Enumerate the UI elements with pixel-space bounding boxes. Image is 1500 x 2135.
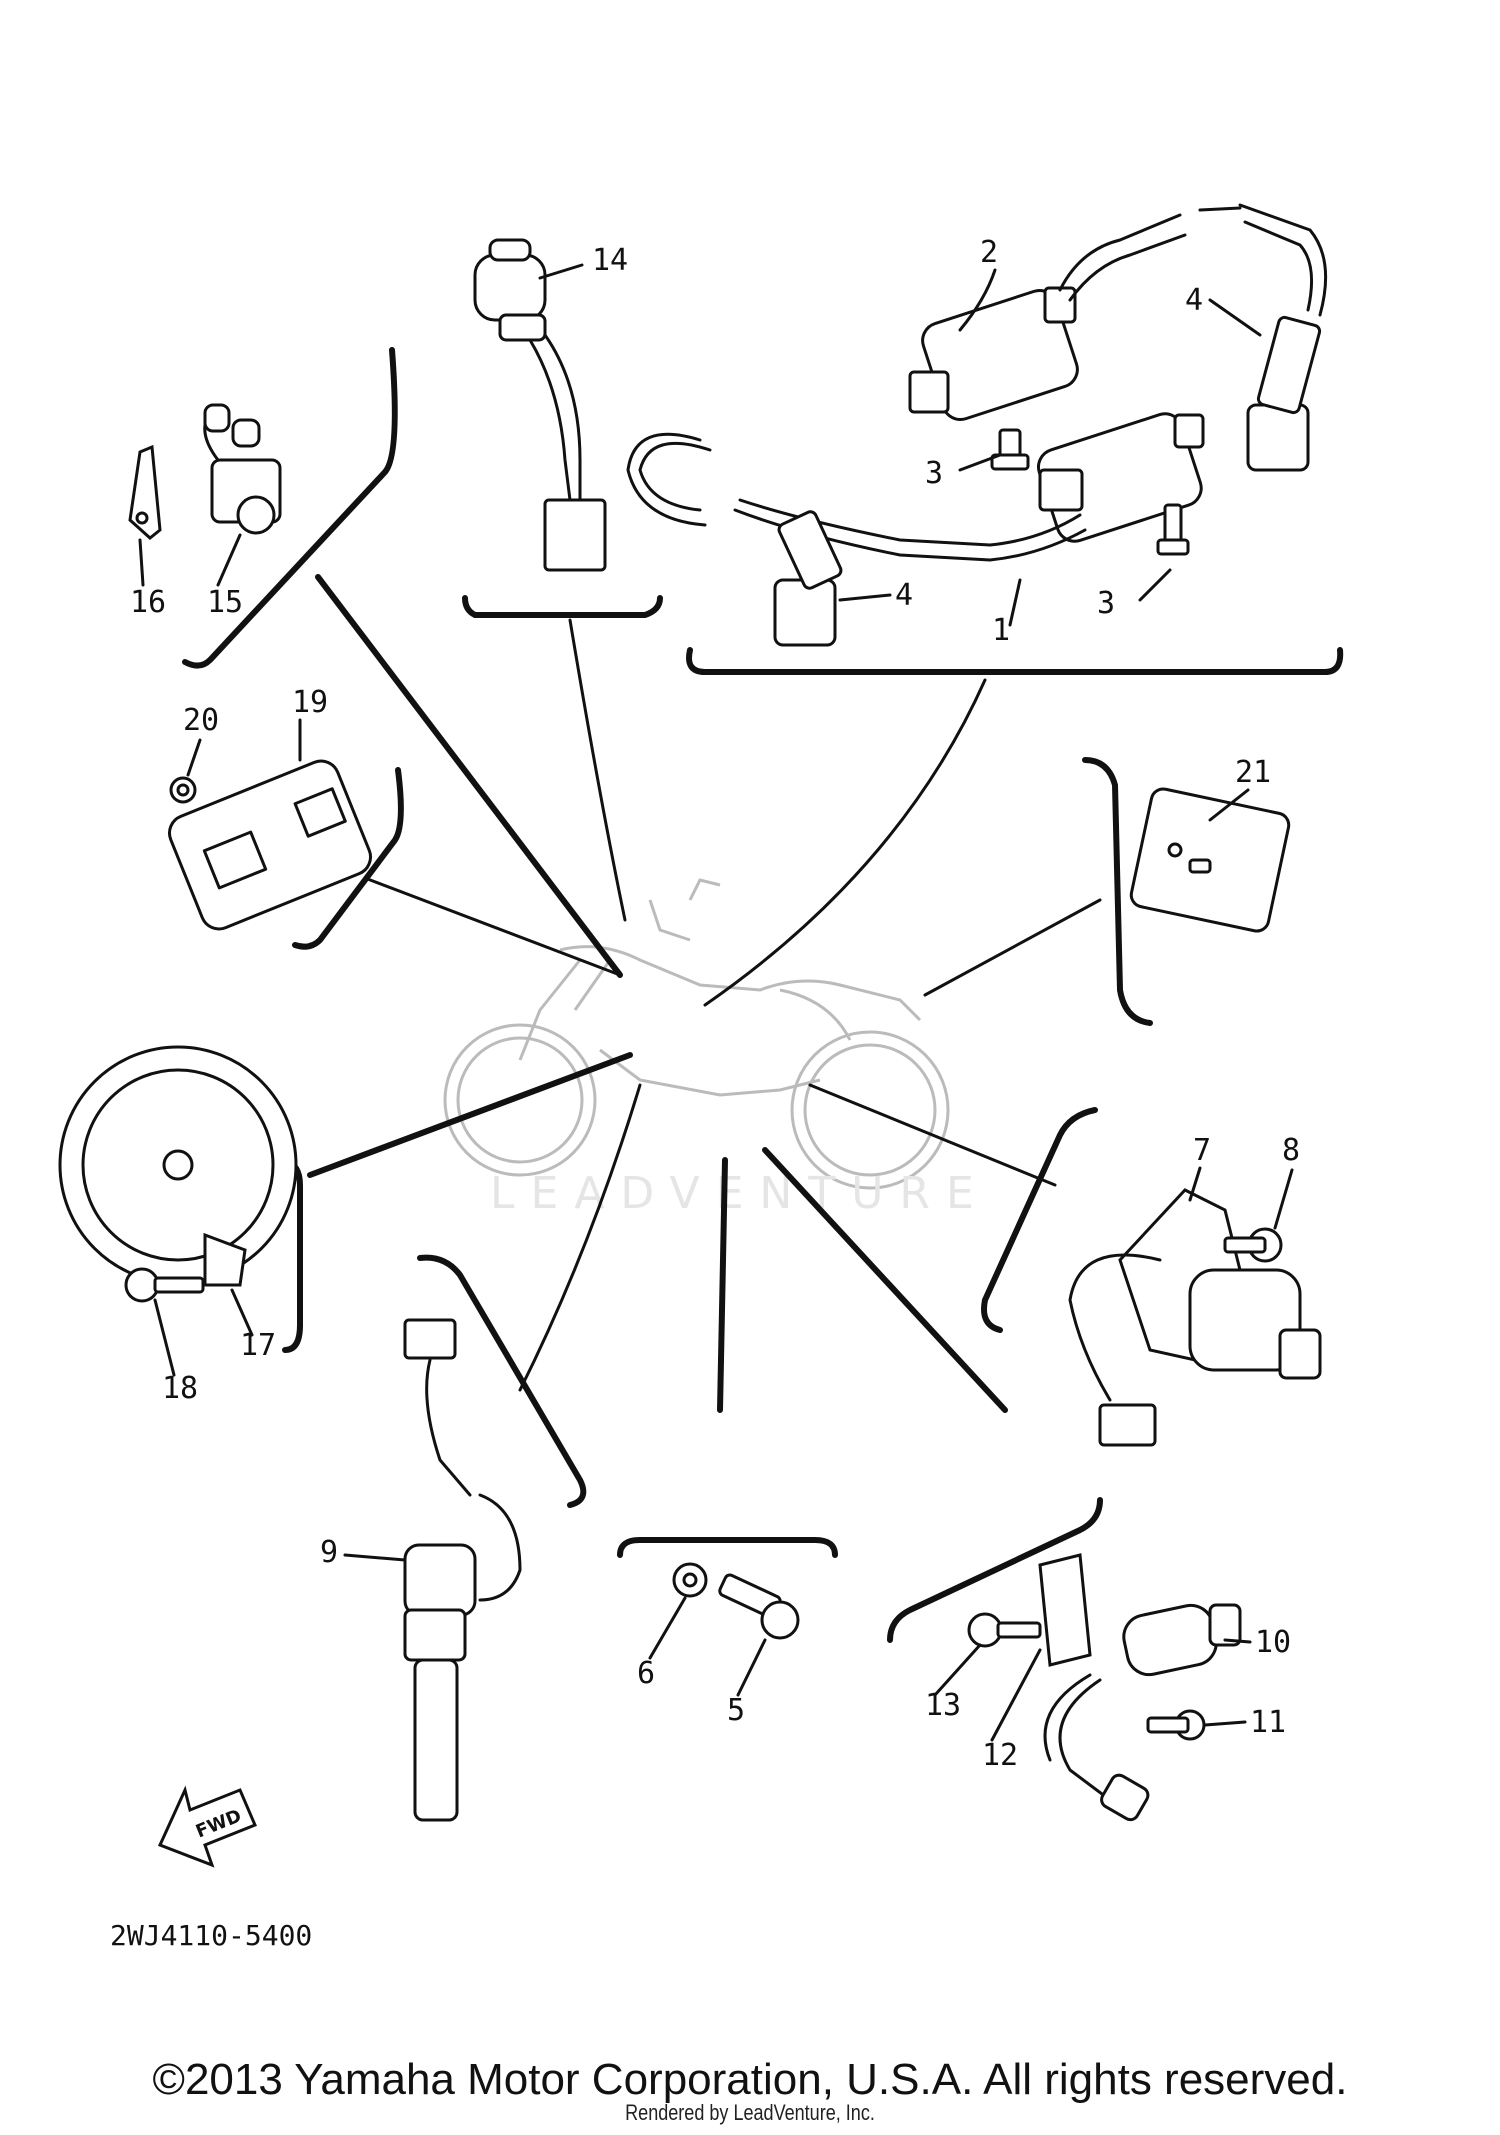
callout-15: 15 [207,585,243,620]
callout-10: 10 [1255,1625,1291,1660]
watermark: LEADVENTURE [490,1168,990,1219]
leader-lines [307,574,1102,1413]
callout-4b: 4 [895,578,913,613]
callout-6: 6 [637,1656,655,1691]
callout-18: 18 [162,1371,198,1406]
motorcycle-outline [443,878,950,1190]
part-3-bolts [990,428,1190,556]
part-9-thermo-switch [403,1318,522,1822]
callout-16: 16 [130,585,166,620]
part-5-screw [718,1573,800,1640]
callout-7: 7 [1193,1133,1211,1168]
part-11-screw [1146,1709,1206,1741]
part-15-relay [203,403,282,535]
callout-11: 11 [1250,1705,1286,1740]
callout-14: 14 [592,243,628,278]
part-21-reflector [1129,787,1291,933]
part-8-screw [1223,1227,1283,1263]
callout-13: 13 [925,1688,961,1723]
callout-labels: 1 2 3 3 4 4 5 6 7 8 9 10 11 12 13 14 15 … [130,235,1300,1773]
part-20-nut [169,776,197,804]
part-12-bracket [1038,1553,1092,1667]
callout-3: 3 [925,456,943,491]
callout-9: 9 [320,1535,338,1570]
callout-2: 2 [980,235,998,270]
part-6-washer [672,1562,708,1598]
part-4-plug-cap [773,315,1322,647]
callout-4: 4 [1185,283,1203,318]
part-1-ignition-coil [626,412,1205,562]
part-7-main-switch [1068,1188,1322,1447]
part-10-sensor [1043,1603,1242,1822]
callout-1: 1 [992,613,1010,648]
part-19-reflector [168,759,372,931]
callout-8: 8 [1282,1133,1300,1168]
callout-20: 20 [183,703,219,738]
callout-3b: 3 [1097,586,1115,621]
callout-17: 17 [240,1328,276,1363]
copyright-notice: ©2013 Yamaha Motor Corporation, U.S.A. A… [152,2055,1348,2104]
callout-21: 21 [1235,755,1271,790]
part-2-ignition-coil [908,203,1328,422]
callout-leaders [138,263,1294,1742]
part-17-horn [58,1045,298,1287]
diagram-part-code: 2WJ4110-5400 [110,1919,312,1952]
part-14-switch [473,238,607,572]
callout-5: 5 [727,1693,745,1728]
fwd-arrow-icon [157,1785,257,1868]
part-13-bolt [967,1612,1042,1648]
callout-12: 12 [982,1738,1018,1773]
callout-19: 19 [292,685,328,720]
render-note: Rendered by LeadVenture, Inc. [625,2100,875,2125]
part-16-bracket [128,444,162,540]
part-18-bolt [124,1267,205,1303]
